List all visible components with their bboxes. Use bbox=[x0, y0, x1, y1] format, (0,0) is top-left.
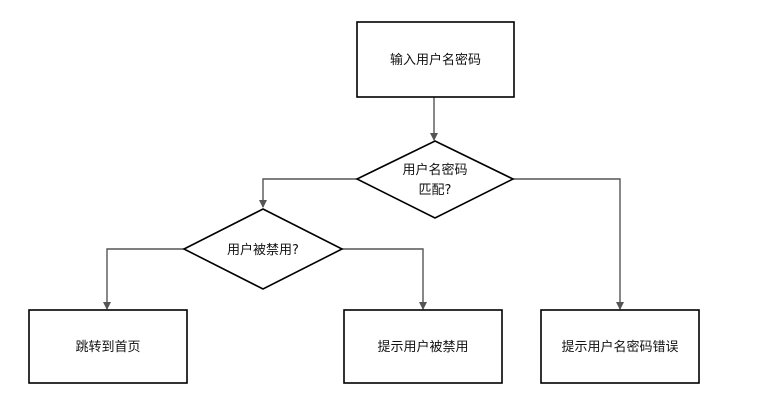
node-disabled-check-label: 用户被禁用? bbox=[227, 242, 299, 258]
node-home: 跳转到首页 bbox=[28, 309, 188, 384]
node-home-label: 跳转到首页 bbox=[75, 340, 140, 355]
node-match-label-line1: 用户名密码 bbox=[402, 162, 467, 178]
node-input-label: 输入用户名密码 bbox=[390, 52, 481, 68]
node-error-notice: 提示用户名密码错误 bbox=[540, 309, 700, 384]
node-error-notice-box bbox=[540, 309, 700, 384]
node-disabled-check-diamond bbox=[182, 208, 344, 290]
connector-disabled-check-to-home bbox=[103, 248, 184, 310]
node-match-label-line2: 匹配? bbox=[419, 183, 452, 198]
node-disabled-check: 用户被禁用? bbox=[182, 208, 344, 290]
node-input-box bbox=[356, 21, 515, 98]
node-input: 输入用户名密码 bbox=[356, 21, 515, 98]
connectors bbox=[103, 97, 624, 310]
node-match-diamond bbox=[355, 140, 515, 219]
node-disabled-notice: 提示用户被禁用 bbox=[343, 309, 503, 384]
node-match: 用户名密码 匹配? bbox=[355, 140, 515, 219]
node-error-notice-label: 提示用户名密码错误 bbox=[561, 339, 678, 355]
node-disabled-notice-label: 提示用户被禁用 bbox=[377, 339, 468, 355]
connector-disabled-check-to-notice bbox=[342, 248, 427, 310]
node-disabled-notice-box bbox=[343, 309, 503, 384]
node-home-box bbox=[28, 309, 188, 384]
connector-match-to-disabled-check bbox=[259, 178, 357, 208]
connector-match-to-error bbox=[513, 178, 624, 310]
